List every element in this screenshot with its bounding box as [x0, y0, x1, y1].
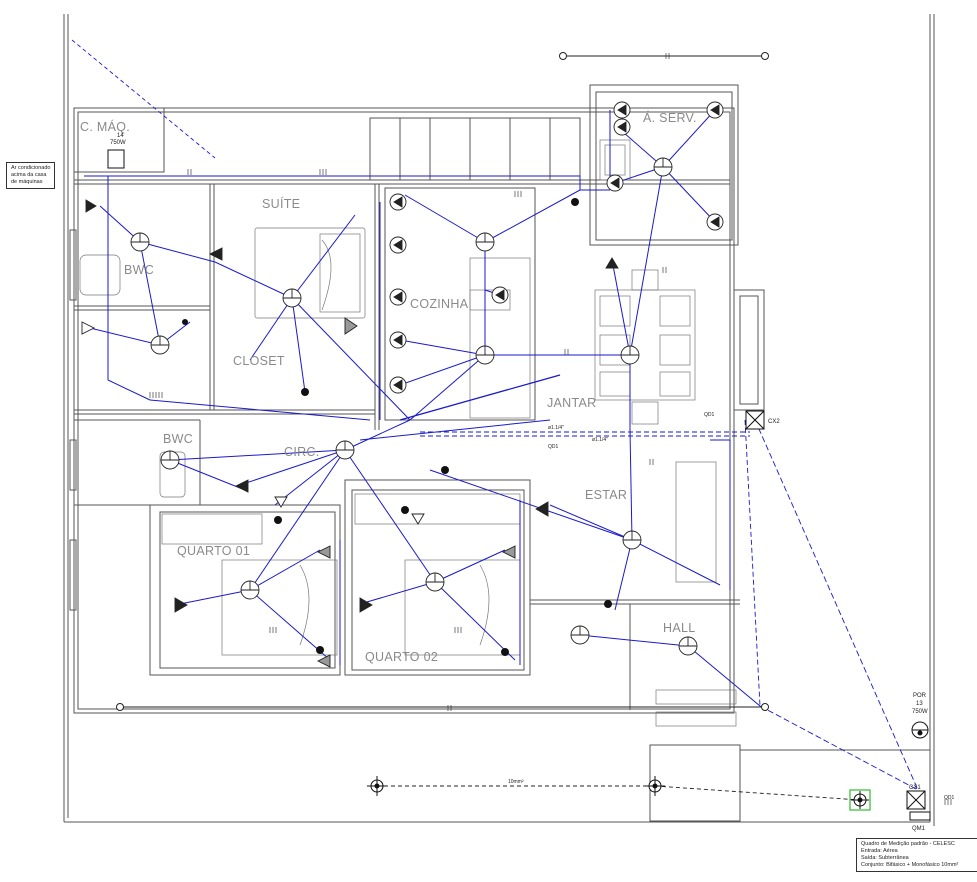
switch-dots: [182, 198, 612, 656]
room-label-quarto02: QUARTO 02: [365, 650, 438, 664]
room-label-c-maq: C. MÁQ.: [80, 119, 130, 134]
qd1-label-b: QD1: [548, 444, 559, 450]
legend-line-1: Quadro de Medição padrão - CELESC: [861, 841, 955, 847]
meter-legend-box: Quadro de Medição padrão - CELESC Entrad…: [856, 838, 977, 872]
qd1-label-a: QD1: [704, 412, 715, 418]
outdoor-poles: [116, 52, 769, 711]
qm1-label: QM1: [912, 826, 926, 832]
ac-note-callout: Ar condicionado acima da casa de máquina…: [6, 162, 56, 189]
legend-line-3: Saída: Subterrânea: [861, 855, 909, 861]
cmaq-power-watts: 750W: [110, 140, 126, 146]
wiring: [84, 109, 761, 707]
room-label-hall: HALL: [663, 621, 695, 635]
legend-line-4: Conjunto: Bifásico + Monofásico 10mm²: [861, 862, 959, 868]
room-label-suite: SUÍTE: [262, 196, 300, 211]
room-label-closet: CLOSET: [233, 354, 285, 368]
room-label-bwc-top: BWC: [124, 263, 154, 277]
legend-line-2: Entrada: Aérea: [861, 848, 898, 854]
ac-note-line-1: Ar condicionado: [11, 165, 51, 171]
conduit-10mm-label: 10mm²: [508, 779, 524, 785]
room-label-circ: CIRC.: [284, 445, 320, 459]
qd1-label-c: QD1: [944, 795, 955, 801]
cx2-label: CX2: [768, 419, 780, 425]
room-label-estar: ESTAR: [585, 488, 627, 502]
junction-boxes: [107, 149, 931, 821]
ac-note-line-2: acima da casa: [11, 172, 47, 178]
conduit-1-1-4-label-a: ø1.1/4": [548, 425, 564, 431]
cx1-label: CX1: [909, 785, 921, 791]
por-circuit: 13: [916, 701, 923, 707]
circuit-ticks: [149, 53, 952, 805]
ceiling-lamp-points: [130, 157, 698, 656]
garden-lamp-icons: [367, 776, 871, 811]
dashed-conduits: [71, 39, 919, 801]
room-label-quarto01: QUARTO 01: [177, 544, 250, 558]
por-label: POR: [913, 693, 927, 699]
ac-note-line-3: de máquinas: [11, 179, 43, 185]
cmaq-power-circuit: 14: [117, 133, 124, 139]
outlet-symbols: [81, 101, 724, 668]
room-label-bwc-mid: BWC: [163, 432, 193, 446]
por-watts: 750W: [912, 709, 928, 715]
walls: [63, 14, 935, 826]
conduit-1-1-4-label-b: ø1.1/4": [592, 437, 608, 443]
room-label-jantar: JANTAR: [547, 396, 597, 410]
room-label-a-serv: Á. SERV.: [643, 110, 697, 125]
room-label-cozinha: COZINHA: [410, 297, 469, 311]
